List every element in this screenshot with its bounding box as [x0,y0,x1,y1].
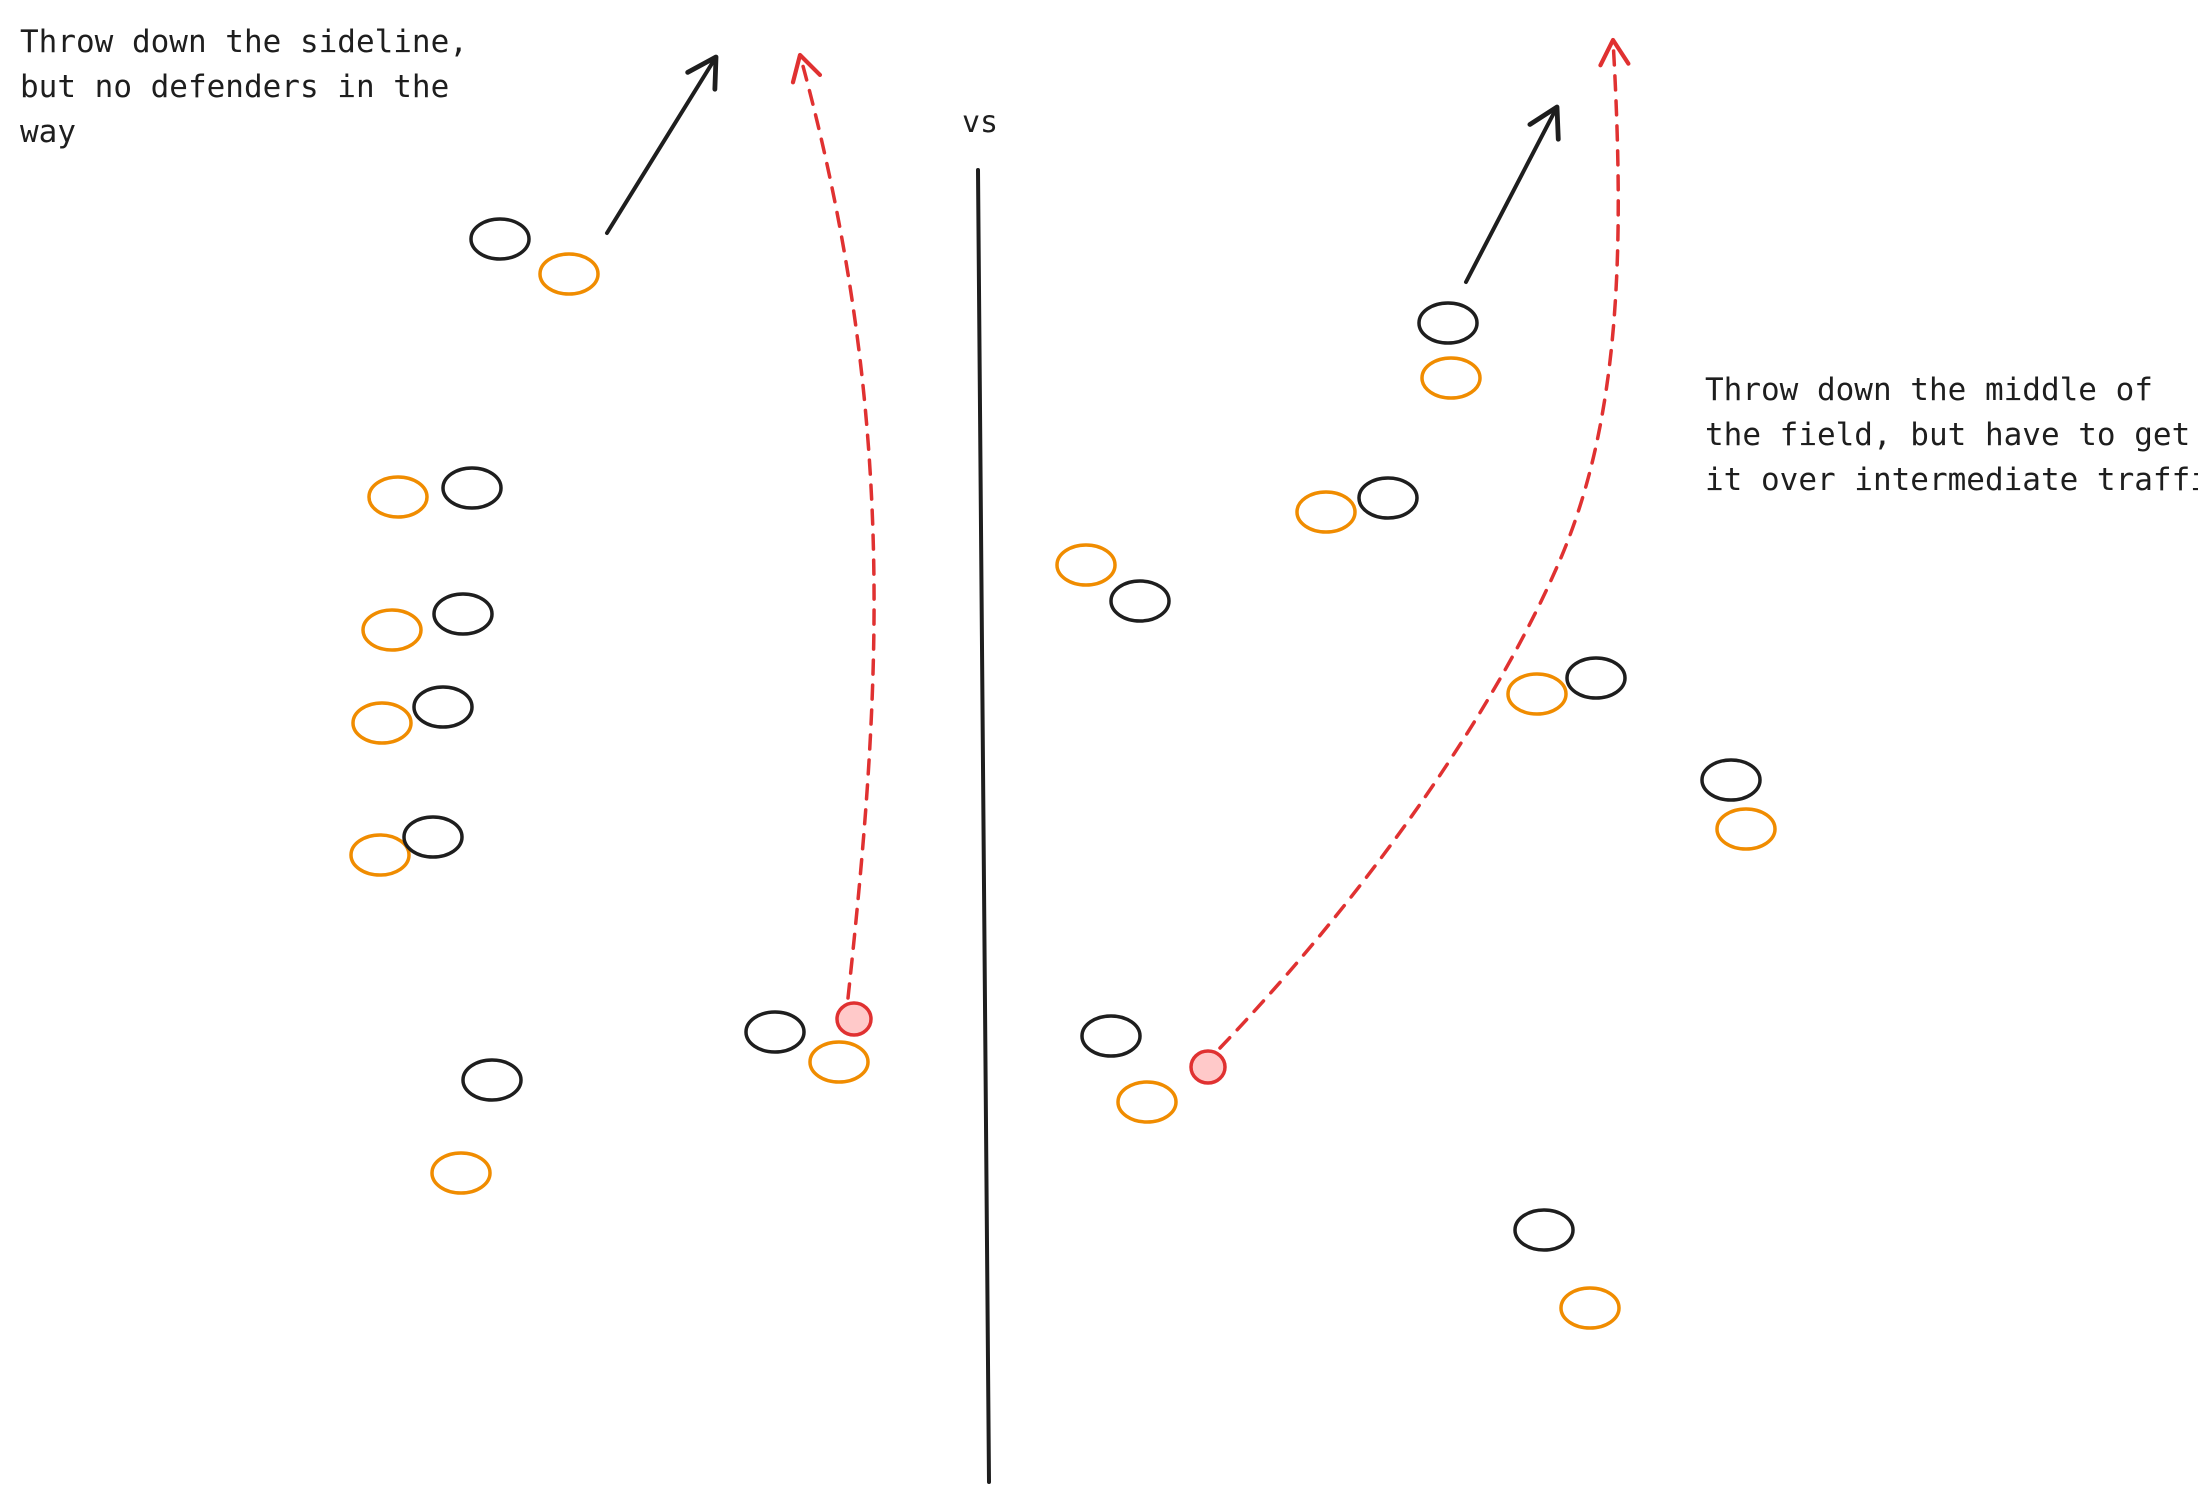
orange-player-circle [1506,672,1568,716]
right-note-line-2: the field, but have to get [1705,417,2190,453]
black-player-circle [1080,1014,1142,1058]
left-cut-arrow [605,54,719,235]
red-thrower-disc [1189,1049,1227,1085]
black-player-circle [1700,758,1762,802]
black-player-circle [412,685,474,729]
black-player-circle [1357,476,1419,520]
orange-player-circle [808,1040,870,1084]
orange-player-circle [538,252,600,296]
orange-player-circle [1715,807,1777,851]
black-player-circle [441,466,503,510]
black-player-circle [1109,579,1171,623]
orange-player-circle [430,1151,492,1195]
black-player-circle [402,815,464,859]
orange-player-circle [1559,1286,1621,1330]
right-note: Throw down the middle of the field, but … [1705,372,2198,498]
orange-player-circle [349,833,411,877]
black-player-circle [1513,1208,1575,1252]
black-player-circle [744,1010,806,1054]
center-divider-line [976,168,991,1484]
right-note-line-3: it over intermediate traffic [1705,462,2198,498]
right-cut-arrow [1464,104,1561,284]
left-note-line-2: but no defenders in the [20,69,449,105]
right-players [1055,301,1777,1330]
orange-player-circle [361,608,423,652]
right-throw-arrow [1218,37,1631,1050]
left-throw-arrow [790,52,876,1000]
orange-player-circle [351,701,413,745]
black-player-circle [1417,301,1479,345]
orange-player-circle [1420,356,1482,400]
black-player-circle [1565,656,1627,700]
red-thrower-disc [835,1001,873,1037]
orange-player-circle [1055,543,1117,587]
left-note: Throw down the sideline, but no defender… [20,24,487,150]
orange-player-circle [367,475,429,519]
orange-player-circle [1295,490,1357,534]
left-players [349,217,870,1195]
orange-player-circle [1116,1080,1178,1124]
right-note-line-1: Throw down the middle of [1705,372,2153,408]
left-note-line-1: Throw down the sideline, [20,24,468,60]
black-player-circle [432,592,494,636]
vs-label: vs [962,105,998,140]
black-player-circle [469,217,531,261]
black-player-circle [461,1058,523,1102]
left-note-line-3: way [20,114,76,150]
